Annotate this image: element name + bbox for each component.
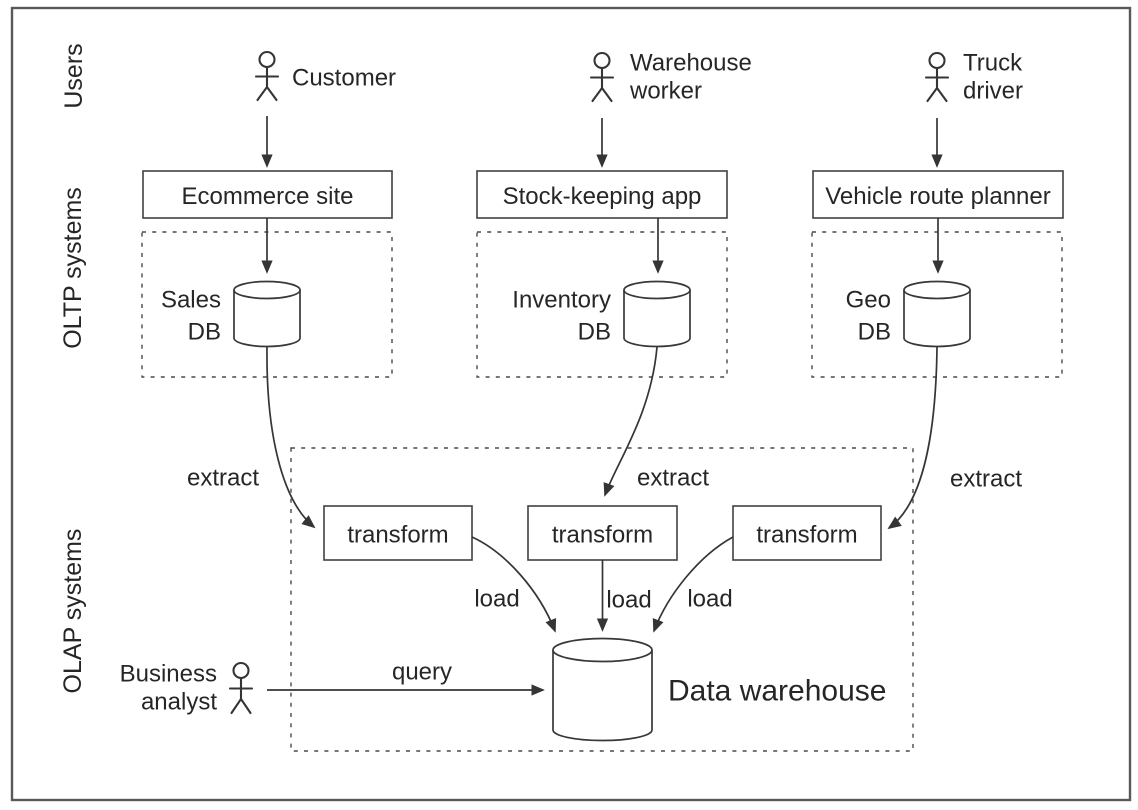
warehouse-worker-person-icon (589, 51, 615, 103)
extract-label-geo: extract (950, 465, 1022, 492)
load-label-1: load (474, 585, 519, 612)
inventory-db-dashed-box (476, 231, 728, 378)
sales-db-cylinder-icon (233, 280, 301, 348)
extract-edge-inventorydb-to-transform2 (603, 346, 658, 497)
stock-keeping-app-label: Stock-keeping app (503, 183, 702, 210)
inventory-db-cylinder-icon (623, 280, 691, 348)
customer-label: Customer (292, 64, 396, 91)
section-label-oltp-systems: OLTP systems (59, 187, 87, 349)
geo-db-label-line1: Geo (846, 286, 891, 313)
extract-edge-salesdb-to-transform1 (266, 346, 316, 529)
sales-db-label-line2: DB (188, 318, 221, 345)
vehicle-route-planner-label: Vehicle route planner (825, 183, 1051, 210)
ecommerce-site-label: Ecommerce site (181, 183, 353, 210)
truck-driver-person-icon (924, 51, 950, 103)
data-warehouse-label: Data warehouse (668, 675, 886, 708)
business-analyst-label-line1: Business (120, 660, 217, 687)
query-label: query (392, 658, 452, 685)
sales-db-label-line1: Sales (161, 286, 221, 313)
geo-db-cylinder-icon (903, 280, 971, 348)
extract-edge-geodb-to-transform3 (887, 346, 938, 530)
transform1-box (323, 505, 473, 561)
transform1-label: transform (347, 521, 448, 548)
extract-label-inventory: extract (637, 464, 709, 491)
section-label-users: Users (60, 43, 88, 108)
olap-dashed-box (290, 447, 914, 752)
load-label-2: load (606, 586, 651, 613)
transform2-label: transform (552, 521, 653, 548)
load-edge-transform1-to-warehouse (471, 536, 557, 633)
truck-driver-label-line2: driver (963, 77, 1023, 104)
load-edge-transform3-to-warehouse (652, 536, 734, 633)
geo-db-label-line2: DB (858, 318, 891, 345)
inventory-db-label-line1: Inventory (512, 286, 611, 313)
section-label-olap-systems: OLAP systems (59, 529, 87, 694)
transform3-label: transform (756, 521, 857, 548)
inventory-db-label-line2: DB (578, 318, 611, 345)
transform2-box (527, 505, 678, 561)
warehouse-worker-label-line2: worker (629, 77, 702, 104)
extract-label-sales: extract (187, 464, 259, 491)
data-warehouse-cylinder-icon (552, 637, 653, 742)
geo-db-dashed-box (811, 231, 1063, 378)
business-analyst-person-icon (228, 661, 254, 715)
load-label-3: load (687, 585, 732, 612)
vehicle-route-planner-box (812, 170, 1064, 219)
truck-driver-label-line1: Truck (963, 49, 1023, 76)
customer-person-icon (254, 50, 280, 102)
warehouse-worker-label-line1: Warehouse (630, 49, 752, 76)
transform3-box (732, 505, 882, 561)
stock-keeping-app-box (476, 170, 728, 219)
business-analyst-label-line2: analyst (141, 688, 217, 715)
